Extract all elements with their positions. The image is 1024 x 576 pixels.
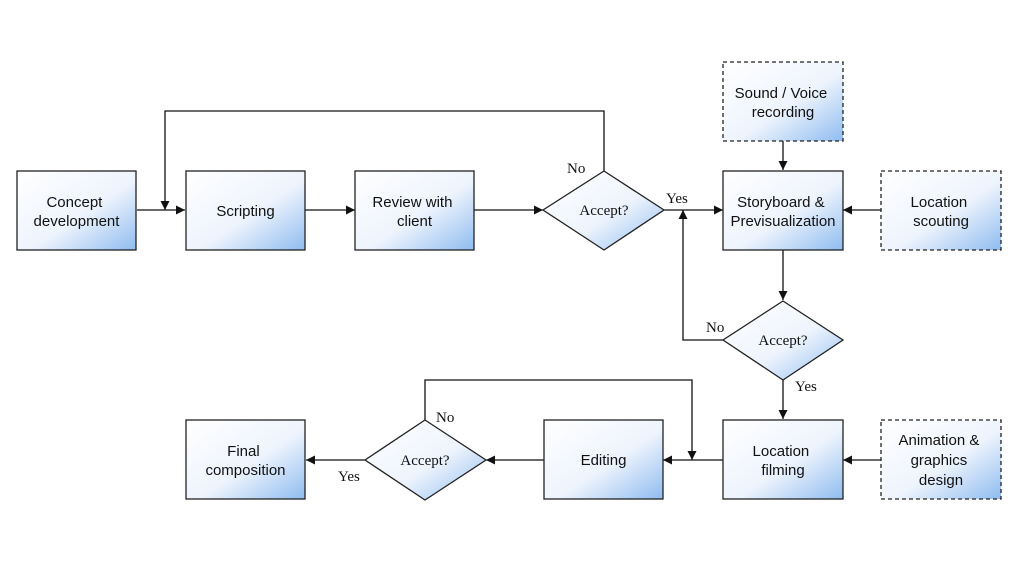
accept-2-yes-label: Yes <box>795 379 817 395</box>
animation-graphics-design-label: Animation & graphics design <box>898 432 983 489</box>
decision-accept-1[interactable]: Accept? <box>541 170 666 251</box>
edge-accept2-no-loop <box>678 210 723 341</box>
accept-3-label: Accept? <box>400 453 449 469</box>
storyboard-label: Storyboard & Previsualization <box>730 194 835 230</box>
decision-accept-2[interactable]: Accept? <box>721 300 845 381</box>
accept-2-no-label: No <box>706 320 724 336</box>
accept-1-yes-label: Yes <box>666 191 688 207</box>
accept-2-label: Accept? <box>758 333 807 349</box>
node-location-scouting[interactable]: Location scouting <box>880 170 1002 251</box>
node-concept-development[interactable]: Concept development <box>16 170 137 251</box>
node-storyboard-previsualization[interactable]: Storyboard & Previsualization <box>722 170 844 251</box>
node-sound-voice-recording[interactable]: Sound / Voice recording <box>722 61 844 142</box>
location-scouting-label: Location scouting <box>911 194 972 230</box>
connectors <box>137 110 881 465</box>
final-composition-label: Final composition <box>205 443 285 479</box>
edge-accept3-no-loop <box>424 379 697 460</box>
node-animation-graphics-design[interactable]: Animation & graphics design <box>880 419 1002 500</box>
decision-accept-3[interactable]: Accept? <box>363 419 488 501</box>
accept-1-label: Accept? <box>579 203 628 219</box>
accept-1-no-label: No <box>567 161 585 177</box>
node-final-composition[interactable]: Final composition <box>185 419 306 500</box>
review-with-client-label: Review with client <box>372 194 456 230</box>
edge-accept1-no-loop <box>160 110 605 210</box>
node-scripting[interactable]: Scripting <box>185 170 306 251</box>
edge-labels: No Yes No Yes No Yes <box>338 161 817 485</box>
accept-3-yes-label: Yes <box>338 469 360 485</box>
sound-voice-recording-label: Sound / Voice recording <box>735 85 832 121</box>
editing-label: Editing <box>581 452 627 469</box>
concept-development-label: Concept development <box>34 194 121 230</box>
node-location-filming[interactable]: Location filming <box>722 419 844 500</box>
scripting-label: Scripting <box>216 203 274 220</box>
accept-3-no-label: No <box>436 410 454 426</box>
node-editing[interactable]: Editing <box>543 419 664 500</box>
node-review-with-client[interactable]: Review with client <box>354 170 475 251</box>
location-filming-label: Location filming <box>753 443 814 479</box>
